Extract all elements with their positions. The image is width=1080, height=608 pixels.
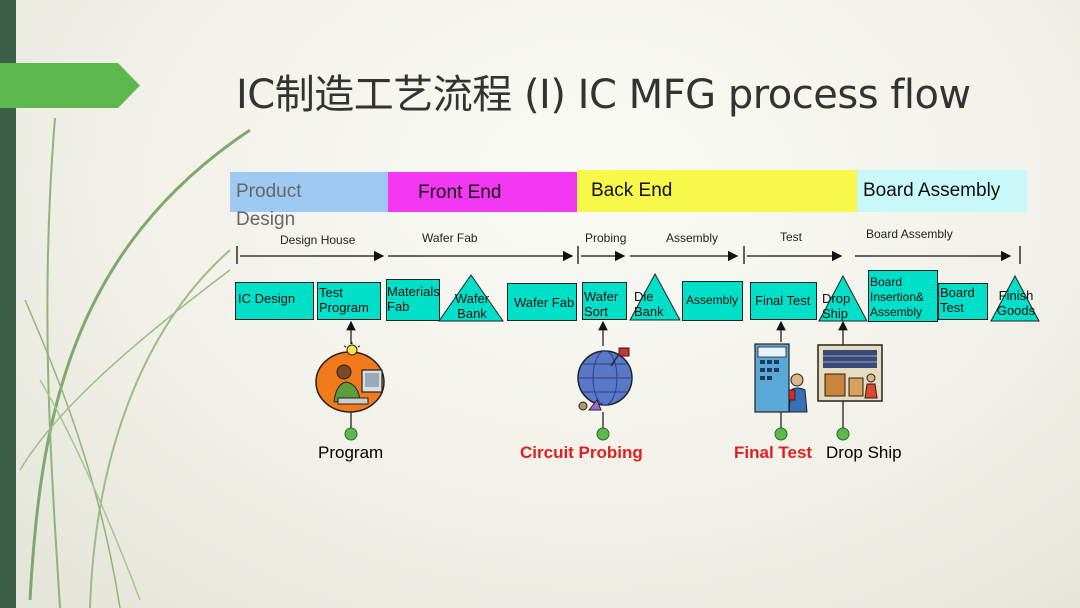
step-wafer-fab: Wafer Fab [507,283,577,321]
step-die-bank: Die Bank [634,289,664,319]
test-equipment-icon [754,343,808,413]
shipping-dock-icon [817,344,883,402]
illustration-label-program: Program [318,443,384,462]
step-ic-design: IC Design [235,282,314,320]
title-arrow-marker [0,63,140,108]
step-board-test: Board Test [938,283,988,320]
stage-label: Product Design [236,181,302,230]
stage-product-design: Product Design [230,172,388,230]
step-assembly: Assembly [682,281,743,321]
step-board-insertion: Board Insertion& Assembly [868,270,938,322]
step-test-program: Test Program [317,282,381,320]
step-drop-ship: Drop Ship [822,291,851,321]
step-wafer-sort: Wafer Sort [582,282,627,320]
step-finish-goods-triangle [990,275,1040,322]
phase-label: Test [780,230,803,244]
phase-label: Board Assembly [866,227,953,241]
programmer-at-computer-icon [315,342,385,413]
step-wafer-bank-triangle [438,274,504,322]
phase-label: Design House [280,233,356,247]
page-title: IC制造工艺流程 (I) IC MFG process flow [236,72,971,118]
stage-back-end: Back End [577,170,857,212]
illustration-label-final-test: Final Test [734,443,813,462]
step-wafer-bank: Wafer Bank [454,291,490,321]
phase-label: Assembly [666,231,719,245]
step-finish-goods: Finish Goods [996,288,1036,318]
phase-label: Probing [585,231,627,245]
step-die-bank-triangle [629,273,681,321]
stage-label: Front End [418,182,502,203]
left-accent-bar [0,0,16,608]
stage-label: Board Assembly [863,180,1001,201]
stage-board-assembly: Board Assembly [857,170,1027,212]
stage-front-end: Front End [388,172,577,212]
illustration-label-circuit-probing: Circuit Probing [520,443,643,462]
step-drop-ship-triangle [818,275,868,322]
stage-label: Back End [591,180,673,201]
step-final-test: Final Test [750,282,817,320]
probe-globe-icon [577,347,633,411]
illustration-label-drop-ship: Drop Ship [826,443,902,462]
phase-label: Wafer Fab [422,231,478,245]
step-materials-fab: Materials Fab [386,279,440,321]
